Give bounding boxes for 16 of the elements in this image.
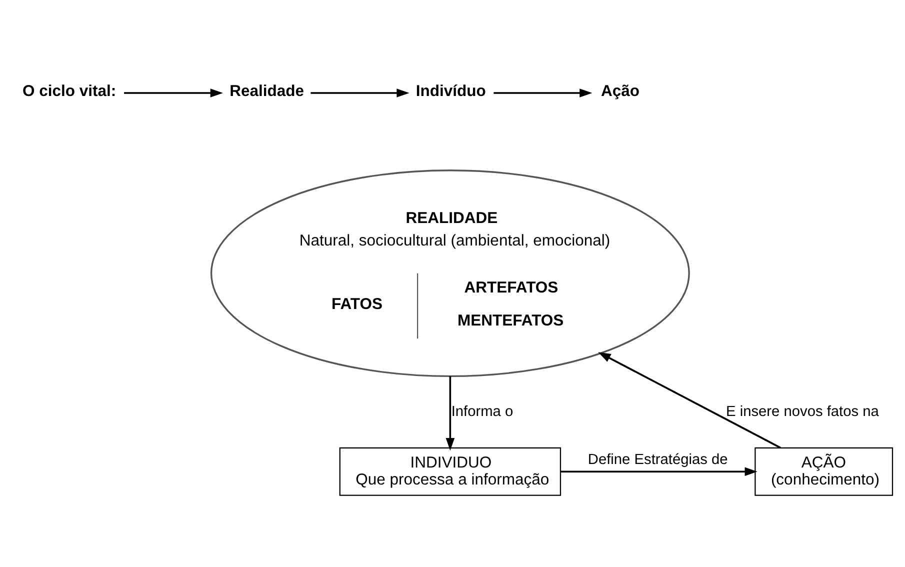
arrow: [124, 88, 222, 97]
node-text: Realidade: [229, 82, 304, 100]
node-text: O ciclo vital:: [22, 82, 116, 100]
node-text: Ação: [600, 82, 640, 100]
arrow: [598, 352, 780, 448]
node-box: AÇÃO (conhecimento): [754, 446, 893, 496]
arrow: [560, 466, 757, 476]
node-ellipse: REALIDADE Natural, sociocultural (ambiental, emocional) FATOS ARTEFATOS MENTEFATOS: [210, 169, 690, 377]
edge-label: Define Estratégias de: [587, 452, 728, 468]
arrow: [310, 88, 409, 97]
arrow: [445, 376, 454, 450]
node-text: Indivíduo: [415, 82, 486, 100]
node-box: INDIVIDUO Que processa a informação: [338, 446, 561, 496]
arrow: [493, 88, 592, 97]
edge-label: E insere novos fatos na: [726, 403, 878, 420]
edge-label: Informa o: [450, 403, 513, 420]
